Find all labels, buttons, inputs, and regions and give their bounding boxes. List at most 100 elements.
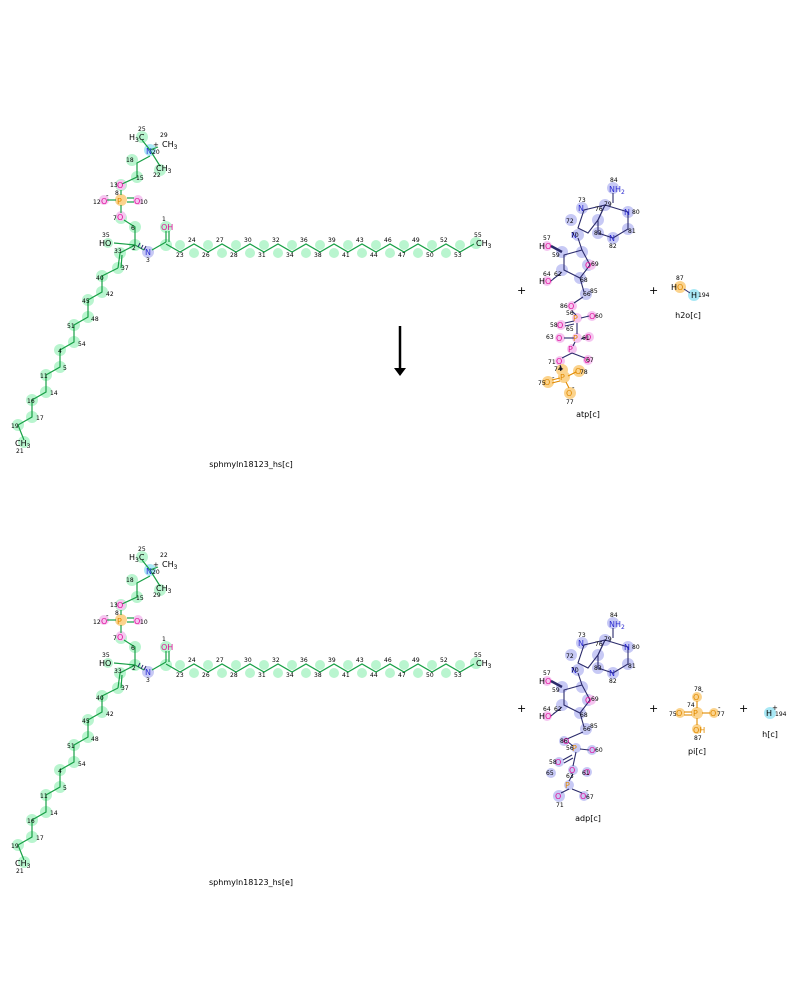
atom-index-label: 73 [578,197,586,204]
svg-text:-: - [552,374,555,382]
atom-index-label: 84 [610,612,618,619]
svg-text:O: O [556,334,562,343]
atom-index-label: 83 [594,665,602,672]
svg-text:OH: OH [693,726,705,735]
atom-index-label: 48 [91,316,99,323]
svg-text:O: O [557,321,563,330]
atom-index-label: 44 [370,672,378,679]
atom-index-label: 82 [609,678,617,685]
svg-text:P: P [693,709,698,718]
atom-index-label: 69 [591,696,599,703]
atom-index-label: 1 [162,216,166,223]
atom-index-label: 84 [610,177,618,184]
svg-text:H: H [766,709,772,718]
plus-sign: + [517,284,526,297]
atom-index-label: 34 [286,672,294,679]
svg-text:P: P [573,314,578,323]
atom-index-label: 26 [202,252,210,259]
label-atp-c: atp[c] [576,410,600,419]
atom-index-label: 31 [258,252,266,259]
atom-index-label: 60 [595,313,603,320]
label-h-c: h[c] [762,730,778,739]
atom-index-label: 2 [132,665,136,672]
atom-index-label: 81 [628,663,636,670]
atom-index-label: 13 [110,182,118,189]
atom-index-label: 33 [114,668,122,675]
plus-sign: + [649,702,658,715]
atom-index-label: 53 [454,252,462,259]
label-sphmyln18123-hs-e: sphmyln18123_hs[e] [209,878,293,887]
label-h2o-c: h2o[c] [675,311,701,320]
svg-text:O: O [556,357,562,366]
atom-index-label: 42 [106,291,114,298]
atom-index-label: 5 [63,365,67,372]
svg-text:O: O [585,333,591,342]
atom-index-label: 31 [258,672,266,679]
atom-index-label: 38 [314,672,322,679]
atom-index-label: 74 [554,366,562,373]
atom-index-label: 50 [426,672,434,679]
atom-index-label: 16 [27,818,35,825]
plus-sign: + [517,702,526,715]
atom-index-label: 55 [474,232,482,239]
atom-index-label: 72 [566,653,574,660]
atom-index-label: 51 [67,743,75,750]
atom-index-label: 19 [11,423,19,430]
atom-index-label: 54 [78,761,86,768]
atom-index-label: 58 [550,322,558,329]
atom-index-label: 35 [102,232,110,239]
svg-text:P: P [560,373,565,382]
atom-index-label: 65 [566,326,574,333]
plus-sign: + [739,702,748,715]
svg-text:-: - [586,787,589,795]
atom-index-label: 42 [106,711,114,718]
atom-index-label: 75 [538,380,546,387]
atom-index-label: 25 [138,126,146,133]
atom-index-label: 85 [590,723,598,730]
atom-index-label: 67 [586,357,594,364]
atom-index-label: 49 [412,237,420,244]
atom-index-label: 71 [556,802,564,809]
atom-index-label: 39 [328,237,336,244]
atom-index-label: 83 [594,230,602,237]
svg-text:O: O [563,737,569,746]
atom-index-label: 10 [140,619,148,626]
svg-text:O: O [584,768,590,777]
atom-index-label: 35 [102,652,110,659]
atom-index-label: 59 [552,252,560,259]
svg-text:H: H [671,283,677,292]
atom-index-label: 87 [694,735,702,742]
atom-index-label: 64 [543,271,551,278]
atom-index-label: 28 [230,252,238,259]
svg-text:O: O [589,312,595,321]
atom-index-label: 29 [153,592,161,599]
atom-index-label: 66 [583,291,591,298]
atom-index-label: 71 [548,359,556,366]
atom-index-label: 41 [342,252,350,259]
atom-index-label: 67 [586,794,594,801]
atom-index-label: 57 [543,235,551,242]
atom-index-label: 23 [176,252,184,259]
atom-index-label: 20 [152,149,160,156]
svg-text:O: O [693,693,699,702]
atom-index-label: 86 [560,738,568,745]
svg-text:P: P [573,334,578,343]
svg-text:O: O [589,746,595,755]
svg-text:O: O [566,389,572,398]
atom-index-label: 73 [578,632,586,639]
atom-index-label: 13 [110,602,118,609]
atom-index-label: 30 [244,657,252,664]
svg-text:O: O [555,792,561,801]
atom-index-label: 70 [571,667,579,674]
atom-index-label: 56 [566,310,574,317]
atom-index-label: 36 [300,237,308,244]
atom-index-label: 27 [216,237,224,244]
atom-index-label: 78 [694,686,702,693]
atom-index-label: 24 [188,237,196,244]
atom-index-label: 56 [566,745,574,752]
atom-index-label: 64 [543,706,551,713]
atom-index-label: 4 [58,348,62,355]
atom-index-label: 32 [272,657,280,664]
atom-index-label: 81 [628,228,636,235]
